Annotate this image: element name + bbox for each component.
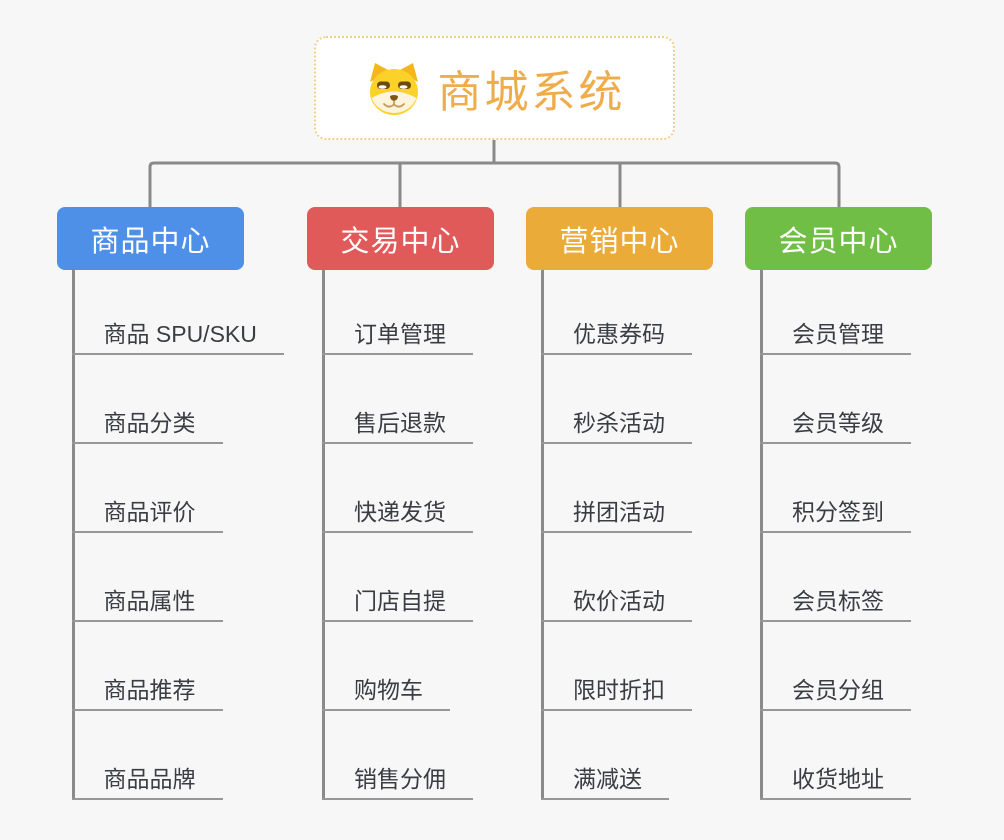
branch-trunk-line bbox=[760, 270, 763, 800]
leaf-node[interactable]: 秒杀活动 bbox=[541, 405, 692, 444]
leaf-node[interactable]: 商品推荐 bbox=[71, 672, 223, 711]
branch-node-product-center[interactable]: 商品中心 bbox=[57, 207, 244, 270]
branch-node-member-center[interactable]: 会员中心 bbox=[745, 207, 932, 270]
leaf-node[interactable]: 商品属性 bbox=[71, 583, 223, 622]
branch-trunk-line bbox=[541, 270, 544, 800]
leaf-node[interactable]: 会员管理 bbox=[760, 316, 911, 355]
branch-node-label: 商品中心 bbox=[90, 225, 211, 258]
branch-node-trade-center[interactable]: 交易中心 bbox=[307, 207, 494, 270]
leaf-node[interactable]: 销售分佣 bbox=[322, 761, 473, 800]
leaf-node[interactable]: 会员分组 bbox=[760, 672, 911, 711]
leaf-node[interactable]: 商品 SPU/SKU bbox=[71, 316, 284, 355]
leaf-node[interactable]: 快递发货 bbox=[322, 494, 473, 533]
branch-trunk-line bbox=[322, 270, 325, 800]
leaf-node[interactable]: 购物车 bbox=[322, 672, 450, 711]
leaf-node[interactable]: 限时折扣 bbox=[541, 672, 692, 711]
dog-face-icon bbox=[369, 63, 418, 115]
leaf-node[interactable]: 会员标签 bbox=[760, 583, 911, 622]
branch-node-marketing-center[interactable]: 营销中心 bbox=[526, 207, 713, 270]
leaf-node[interactable]: 订单管理 bbox=[322, 316, 473, 355]
leaf-node[interactable]: 收货地址 bbox=[760, 761, 911, 800]
leaf-node[interactable]: 满减送 bbox=[541, 761, 669, 800]
leaf-node[interactable]: 商品品牌 bbox=[71, 761, 223, 800]
leaf-node[interactable]: 积分签到 bbox=[760, 494, 911, 533]
branch-node-label: 交易中心 bbox=[340, 225, 461, 258]
root-node[interactable]: 商城系统 bbox=[314, 36, 675, 140]
leaf-node[interactable]: 拼团活动 bbox=[541, 494, 692, 533]
leaf-node[interactable]: 商品分类 bbox=[71, 405, 223, 444]
branch-trunk-line bbox=[71, 270, 75, 800]
leaf-node[interactable]: 售后退款 bbox=[322, 405, 473, 444]
root-node-title: 商城系统 bbox=[437, 68, 626, 117]
leaf-node[interactable]: 砍价活动 bbox=[541, 583, 692, 622]
leaf-node[interactable]: 商品评价 bbox=[71, 494, 223, 533]
leaf-node[interactable]: 门店自提 bbox=[322, 583, 473, 622]
branch-node-label: 会员中心 bbox=[778, 225, 899, 258]
leaf-node[interactable]: 优惠券码 bbox=[541, 316, 692, 355]
leaf-node[interactable]: 会员等级 bbox=[760, 405, 911, 444]
branch-node-label: 营销中心 bbox=[559, 225, 680, 258]
